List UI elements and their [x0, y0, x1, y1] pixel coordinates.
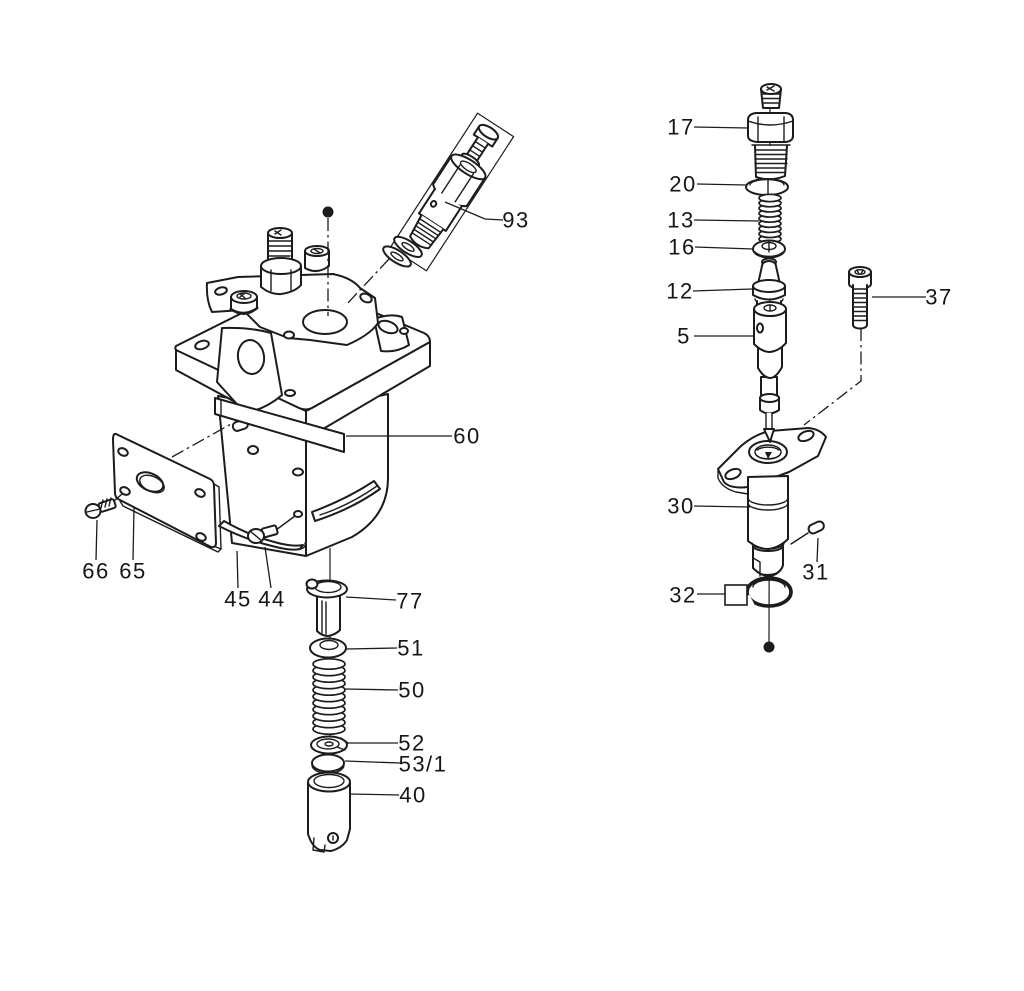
nozzle-inlet-stud [760, 83, 782, 109]
callout-label-77: 77 [396, 589, 423, 614]
callout-label-13: 13 [667, 208, 694, 233]
part-51-spring-seat-upper [309, 637, 347, 659]
leader-line-50 [344, 688, 399, 691]
leader-line-44 [264, 546, 272, 589]
nozzle-holder-assembly [717, 83, 872, 644]
callout-label-53-1: 53/1 [399, 752, 448, 777]
valve-centerline [345, 258, 390, 306]
leader-line-16 [694, 246, 754, 250]
callout-label-37: 37 [925, 285, 952, 310]
leader-line-65 [132, 506, 135, 561]
part-16-washer [752, 239, 786, 259]
valve-washers [382, 235, 423, 268]
callout-label-30: 30 [667, 494, 694, 519]
plate-alignment-line [171, 423, 232, 458]
part-37-bolt [803, 266, 872, 426]
valve-holder-body [409, 153, 487, 250]
part-65-side-plate [112, 432, 222, 553]
callout-label-12: 12 [666, 279, 693, 304]
part-13-pressure-spring [758, 193, 782, 244]
callout-label-45: 45 [224, 587, 251, 612]
callout-label-17: 17 [667, 115, 694, 140]
index-dots [322, 206, 775, 653]
part-40-tappet [307, 771, 351, 853]
callout-label-5: 5 [677, 324, 691, 349]
leader-line-31 [816, 537, 819, 563]
nozzle-flange [717, 427, 827, 495]
plunger-bore-hole [302, 309, 348, 335]
leader-line-93 [444, 201, 504, 221]
leader-line-30 [693, 505, 751, 508]
index-dot-1 [322, 206, 334, 218]
part-31-pin [790, 520, 825, 545]
leader-line-40 [349, 793, 400, 796]
pump-assembly [84, 112, 515, 853]
part-66-screw [84, 493, 123, 519]
leader-line-66 [95, 519, 98, 561]
leader-line-53-1 [344, 760, 401, 764]
callout-label-51: 51 [397, 636, 424, 661]
callout-label-50: 50 [398, 678, 425, 703]
part-17-cap-nut [747, 112, 794, 181]
callout-label-31: 31 [802, 560, 829, 585]
callout-label-65: 65 [119, 559, 146, 584]
part-93-delivery-valve [382, 112, 515, 272]
callout-label-44: 44 [258, 587, 285, 612]
part-30-nozzle-body [747, 475, 789, 577]
part-50-plunger-spring [312, 657, 346, 736]
part-52-spring-seat-lower [310, 735, 349, 755]
callout-label-60: 60 [453, 424, 480, 449]
leader-line-20 [696, 183, 747, 186]
leader-line-77 [345, 596, 397, 601]
callout-label-20: 20 [669, 172, 696, 197]
index-dot-2 [763, 641, 775, 653]
callout-label-93: 93 [502, 208, 529, 233]
pump-delivery-stud [260, 227, 302, 296]
part-44-screw [247, 515, 296, 544]
callout-label-66: 66 [82, 559, 109, 584]
callout-label-52: 52 [398, 731, 425, 756]
callout-label-16: 16 [668, 235, 695, 260]
part-5-holder-shank [753, 301, 787, 443]
spindle-tip-mark [765, 452, 772, 459]
kit-box-32 [724, 584, 748, 606]
callout-label-32: 32 [669, 583, 696, 608]
leader-line-13 [693, 219, 760, 222]
leader-line-17 [693, 126, 749, 129]
leader-line-51 [345, 647, 398, 650]
part-53-1-shim [311, 753, 345, 775]
bolt-alignment-line [803, 328, 862, 426]
part-77-tappet-guide [305, 578, 348, 637]
pump-cap-nut [304, 245, 330, 272]
leader-line-45 [236, 550, 239, 589]
callout-label-40: 40 [399, 783, 426, 808]
pump-small-nut [229, 290, 259, 315]
part-12-spindle [752, 257, 786, 308]
part-20-ring [745, 178, 789, 196]
part-60-stop-bar [214, 397, 345, 453]
leader-line-12 [692, 288, 753, 292]
